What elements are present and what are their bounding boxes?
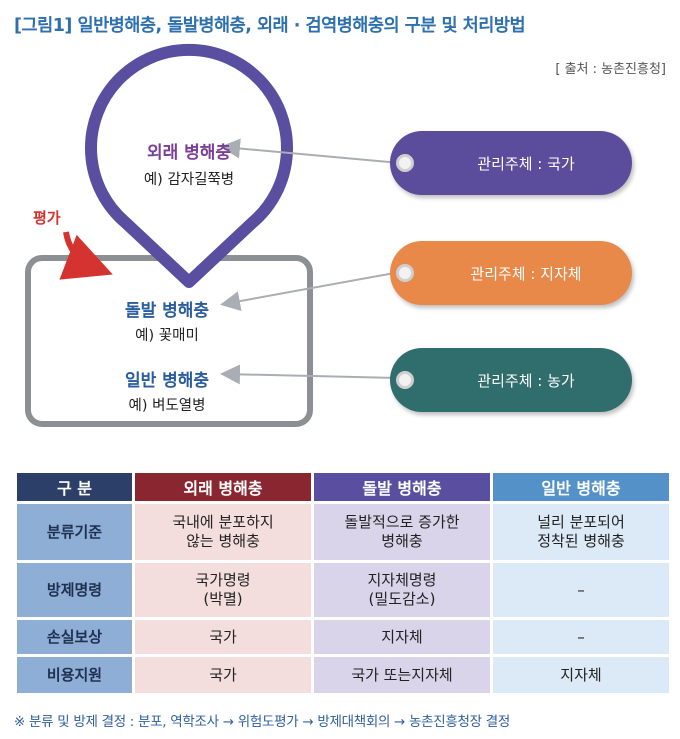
row-label: 비용지원 bbox=[17, 657, 132, 693]
header-division: 구 분 bbox=[17, 473, 132, 501]
general-pest-example: 예) 벼도열병 bbox=[128, 398, 206, 414]
source-credit: [ 출처 : 농촌진흥청] bbox=[555, 62, 666, 77]
connector-arrow-foreign bbox=[220, 138, 401, 164]
connector-arrow-general bbox=[220, 364, 401, 385]
evaluate-label: 평가 bbox=[33, 209, 61, 227]
table-row: 비용지원 국가 국가 또는지자체 지자체 bbox=[17, 657, 669, 693]
table-header-row: 구 분 외래 병해충 돌발 병해충 일반 병해충 bbox=[17, 473, 669, 501]
cell-foreign: 국가 bbox=[135, 657, 311, 693]
manager-farmer-pill: 관리주체 : 농가 bbox=[390, 348, 632, 412]
sudden-pest-name: 돌발 병해충 bbox=[124, 301, 210, 321]
cell-foreign: 국내에 분포하지 않는 병해충 bbox=[135, 504, 311, 560]
row-label: 손실보상 bbox=[17, 620, 132, 654]
cell-sudden: 국가 또는지자체 bbox=[314, 657, 490, 693]
foreign-pest-example: 예) 감자길쭉병 bbox=[143, 172, 235, 188]
manager-farmer-label: 관리주체 : 농가 bbox=[477, 371, 575, 390]
pest-diagram bbox=[25, 44, 401, 427]
cell-foreign: 국가명령 (박멸) bbox=[135, 563, 311, 617]
header-foreign-pest: 외래 병해충 bbox=[135, 473, 311, 501]
comparison-table: 구 분 외래 병해충 돌발 병해충 일반 병해충 분류기준 국내에 분포하지 않… bbox=[14, 470, 672, 696]
manager-national-label: 관리주체 : 국가 bbox=[477, 154, 575, 173]
connector-arrow-sudden bbox=[220, 271, 401, 311]
cell-sudden: 돌발적으로 증가한 병해충 bbox=[314, 504, 490, 560]
figure-title: [그림1] 일반병해충, 돌발병해충, 외래 · 검역병해충의 구분 및 처리방… bbox=[14, 16, 526, 36]
row-label: 방제명령 bbox=[17, 563, 132, 617]
table-row: 분류기준 국내에 분포하지 않는 병해충 돌발적으로 증가한 병해충 널리 분포… bbox=[17, 504, 669, 560]
connector-dot bbox=[396, 264, 414, 282]
connector-dot bbox=[396, 371, 414, 389]
header-sudden-pest: 돌발 병해충 bbox=[314, 473, 490, 501]
sudden-pest-example: 예) 꽃매미 bbox=[135, 328, 199, 344]
connector-dot bbox=[396, 154, 414, 172]
foreign-pest-pin bbox=[85, 44, 293, 288]
table-row: 손실보상 국가 지자체 – bbox=[17, 620, 669, 654]
foreign-pest-name: 외래 병해충 bbox=[146, 143, 232, 163]
cell-sudden: 지자체 bbox=[314, 620, 490, 654]
manager-local-pill: 관리주체 : 지자체 bbox=[390, 241, 632, 305]
manager-national-pill: 관리주체 : 국가 bbox=[390, 131, 632, 195]
row-label: 분류기준 bbox=[17, 504, 132, 560]
cell-general: – bbox=[493, 563, 669, 617]
header-general-pest: 일반 병해충 bbox=[493, 473, 669, 501]
table-row: 방제명령 국가명령 (박멸) 지자체명령 (밀도감소) – bbox=[17, 563, 669, 617]
evaluate-arrow bbox=[59, 231, 113, 280]
manager-local-label: 관리주체 : 지자체 bbox=[470, 264, 582, 283]
cell-general: 널리 분포되어 정착된 병해충 bbox=[493, 504, 669, 560]
cell-foreign: 국가 bbox=[135, 620, 311, 654]
cell-sudden: 지자체명령 (밀도감소) bbox=[314, 563, 490, 617]
general-pest-name: 일반 병해충 bbox=[124, 371, 210, 391]
cell-general: 지자체 bbox=[493, 657, 669, 693]
decision-process-note: ※ 분류 및 방제 결정 : 분포, 역학조사 → 위험도평가 → 방제대책회의… bbox=[14, 714, 511, 730]
cell-general: – bbox=[493, 620, 669, 654]
